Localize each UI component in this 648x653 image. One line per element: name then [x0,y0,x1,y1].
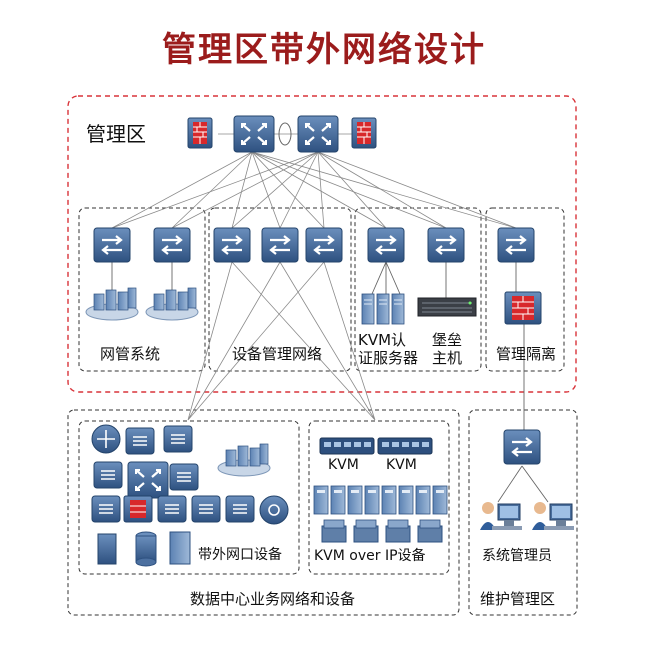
tower-servers [313,485,448,515]
maint-switch-icon [502,428,542,466]
devmgmt-downlinks [187,261,376,421]
access-links [111,261,549,503]
kvmip-zone-border [308,420,450,575]
bastion-label-1: 堡垒 [432,331,463,349]
netmgmt-label: 网管系统 [100,345,161,363]
dc-zone-border [67,409,460,616]
isolation-firewall-icon [504,291,542,325]
switch-icon [366,226,406,264]
admin-workstation-icon [479,501,523,531]
auth-zone-border [354,207,482,372]
switch-icon [92,226,132,264]
core-stack-link [278,122,292,146]
mgmt-zone-border [67,95,577,393]
kvm-label-b: KVM [386,457,417,473]
admin-workstation-icon [531,501,575,531]
core-switch-icon-right [296,114,340,154]
switch-icon [212,226,252,264]
kvm-switch-icon [377,437,433,455]
switch-icon [496,226,536,264]
firewall-icon-left [187,117,213,149]
kvm-over-ip-label: KVM over IP设备 [314,548,426,564]
core-uplinks [111,133,517,229]
bastion-label-2: 主机 [432,349,463,367]
kvm-auth-label-2: 证服务器 [358,349,419,367]
server-cluster-icon [85,287,139,321]
mgmt-zone-label: 管理区 [86,122,146,146]
server-icon [361,293,375,325]
rack-server-icon [417,297,477,317]
devmgmt-label: 设备管理网络 [232,345,323,363]
oob-ports-label: 带外网口设备 [198,547,282,563]
server-cluster-icon [145,287,199,321]
oob-zone-border [78,420,300,575]
firewall-icon-right [351,117,377,149]
kvm-over-ip-devices [321,519,443,543]
dc-zone-label: 数据中心业务网络和设备 [190,590,356,608]
switch-icon [426,226,466,264]
server-icon [376,293,390,325]
kvm-switch-icon [319,437,375,455]
switch-icon [152,226,192,264]
netmgmt-zone-border [78,207,206,372]
sysadmin-label: 系统管理员 [482,548,552,564]
oob-devices [91,424,289,567]
kvm-auth-label-1: KVM认 [358,331,407,349]
isolation-label: 管理隔离 [496,345,557,363]
diagram-title: 管理区带外网络设计 [162,30,486,70]
isolation-zone-border [485,207,565,372]
kvm-label-a: KVM [328,457,359,473]
maint-zone-label: 维护管理区 [480,590,556,608]
switch-icon [304,226,344,264]
server-icon [391,293,405,325]
core-switch-icon-left [232,114,276,154]
devmgmt-zone-border [208,207,352,372]
switch-icon [260,226,300,264]
